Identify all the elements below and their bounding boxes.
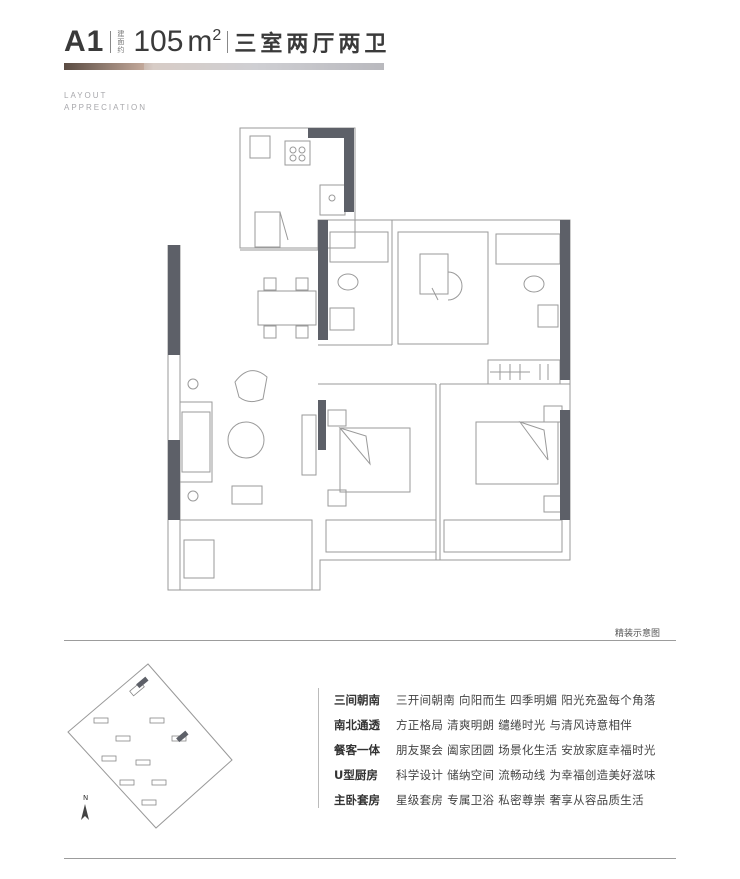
feature-item: 餐客一体 朋友聚会 阖家团圆 场景化生活 安放家庭幸福时光: [334, 738, 656, 763]
room-config: 三室两厅两卫: [234, 32, 391, 57]
feature-item: 三间朝南 三开间朝南 向阳而生 四季明媚 阳光充盈每个角落: [334, 688, 656, 713]
subtitle-line-1: LAYOUT: [64, 91, 108, 100]
feature-list: 三间朝南 三开间朝南 向阳而生 四季明媚 阳光充盈每个角落 南北通透 方正格局 …: [334, 688, 656, 812]
feature-item: U型厨房 科学设计 储纳空间 流畅动线 为幸福创造美好滋味: [334, 762, 656, 787]
feature-title: 餐客一体: [334, 742, 380, 757]
feature-title: U型厨房: [334, 767, 378, 782]
feature-title: 主卧套房: [334, 792, 380, 807]
feature-title: 三间朝南: [334, 693, 380, 708]
compass-label: N: [83, 794, 88, 802]
area-label: 建面约: [117, 30, 125, 54]
title-divider-2: [227, 31, 229, 53]
floor-plan: [167, 127, 571, 591]
feature-text: 三开间朝南 向阳而生 四季明媚 阳光充盈每个角落: [396, 693, 656, 708]
feature-text: 朋友聚会 阖家团圆 场景化生活 安放家庭幸福时光: [396, 742, 656, 757]
feature-text: 方正格局 清爽明朗 缱绻时光 与清风诗意相伴: [396, 718, 633, 733]
plan-caption: 精装示意图: [614, 629, 660, 639]
feature-item: 主卧套房 星级套房 专属卫浴 私密尊崇 奢享从容品质生活: [334, 787, 656, 812]
accent-bar: [64, 63, 384, 70]
sink-icon: [249, 135, 271, 159]
divider-top: [64, 640, 676, 641]
feature-text: 星级套房 专属卫浴 私密尊崇 奢享从容品质生活: [396, 792, 644, 807]
accent-bar-dark: [64, 63, 144, 70]
unit-code: A1: [64, 25, 105, 58]
north-arrow-icon: [81, 804, 89, 820]
subtitle: LAYOUT APPRECIATION: [64, 90, 147, 114]
feature-text: 科学设计 储纳空间 流畅动线 为幸福创造美好滋味: [396, 767, 656, 782]
feature-item: 南北通透 方正格局 清爽明朗 缱绻时光 与清风诗意相伴: [334, 713, 656, 738]
feature-divider: [318, 688, 319, 808]
subtitle-line-2: APPRECIATION: [64, 103, 147, 112]
divider-bottom: [64, 858, 676, 859]
title-divider: [110, 31, 112, 53]
feature-title: 南北通透: [334, 718, 380, 733]
site-plan: N: [67, 663, 233, 829]
